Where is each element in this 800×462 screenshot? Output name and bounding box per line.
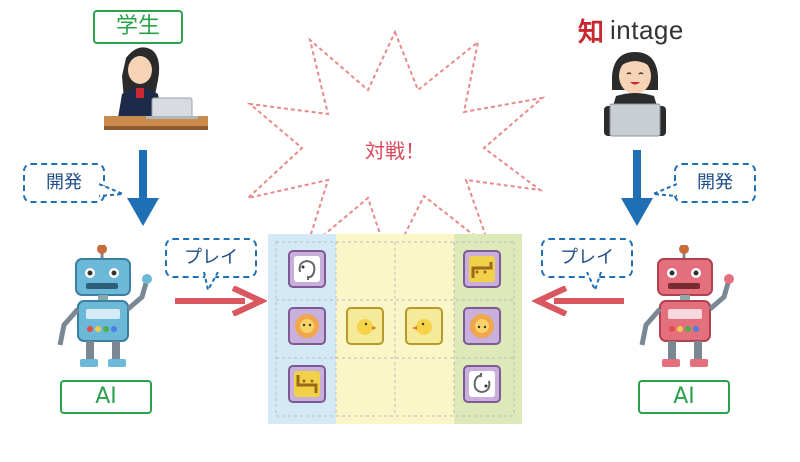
piece-giraffe	[288, 365, 326, 407]
piece-giraffe	[463, 250, 501, 292]
left-down-arrow	[127, 150, 159, 226]
left-dev-bubble-tail	[99, 183, 124, 197]
right-down-arrow	[621, 150, 653, 226]
left-robot	[57, 245, 152, 367]
student-label: 学生	[93, 10, 183, 44]
right-play-bubble: プレイ	[541, 238, 633, 278]
piece-elephant	[463, 365, 501, 407]
left-play-arrow	[175, 286, 267, 316]
staff-illustration	[604, 52, 666, 137]
right-dev-bubble-tail	[652, 183, 677, 197]
piece-lion	[463, 307, 501, 349]
right-play-arrow	[532, 286, 624, 316]
piece-lion	[288, 307, 326, 349]
right-robot	[639, 245, 734, 367]
left-ai-label: AI	[60, 380, 152, 414]
piece-chick	[346, 307, 384, 349]
intage-logo-text: intage	[610, 15, 684, 45]
intage-logo: 知 intage	[578, 12, 684, 49]
right-dev-bubble: 開発	[674, 163, 756, 203]
left-dev-bubble: 開発	[23, 163, 105, 203]
student-illustration	[104, 47, 208, 130]
piece-chick	[405, 307, 443, 349]
right-ai-label: AI	[638, 380, 730, 414]
battle-text: 対戦！	[365, 139, 425, 163]
piece-elephant	[288, 250, 326, 292]
intage-logo-mark: 知	[578, 18, 605, 48]
left-play-bubble-tail	[203, 272, 219, 292]
right-play-bubble-tail	[586, 272, 602, 292]
